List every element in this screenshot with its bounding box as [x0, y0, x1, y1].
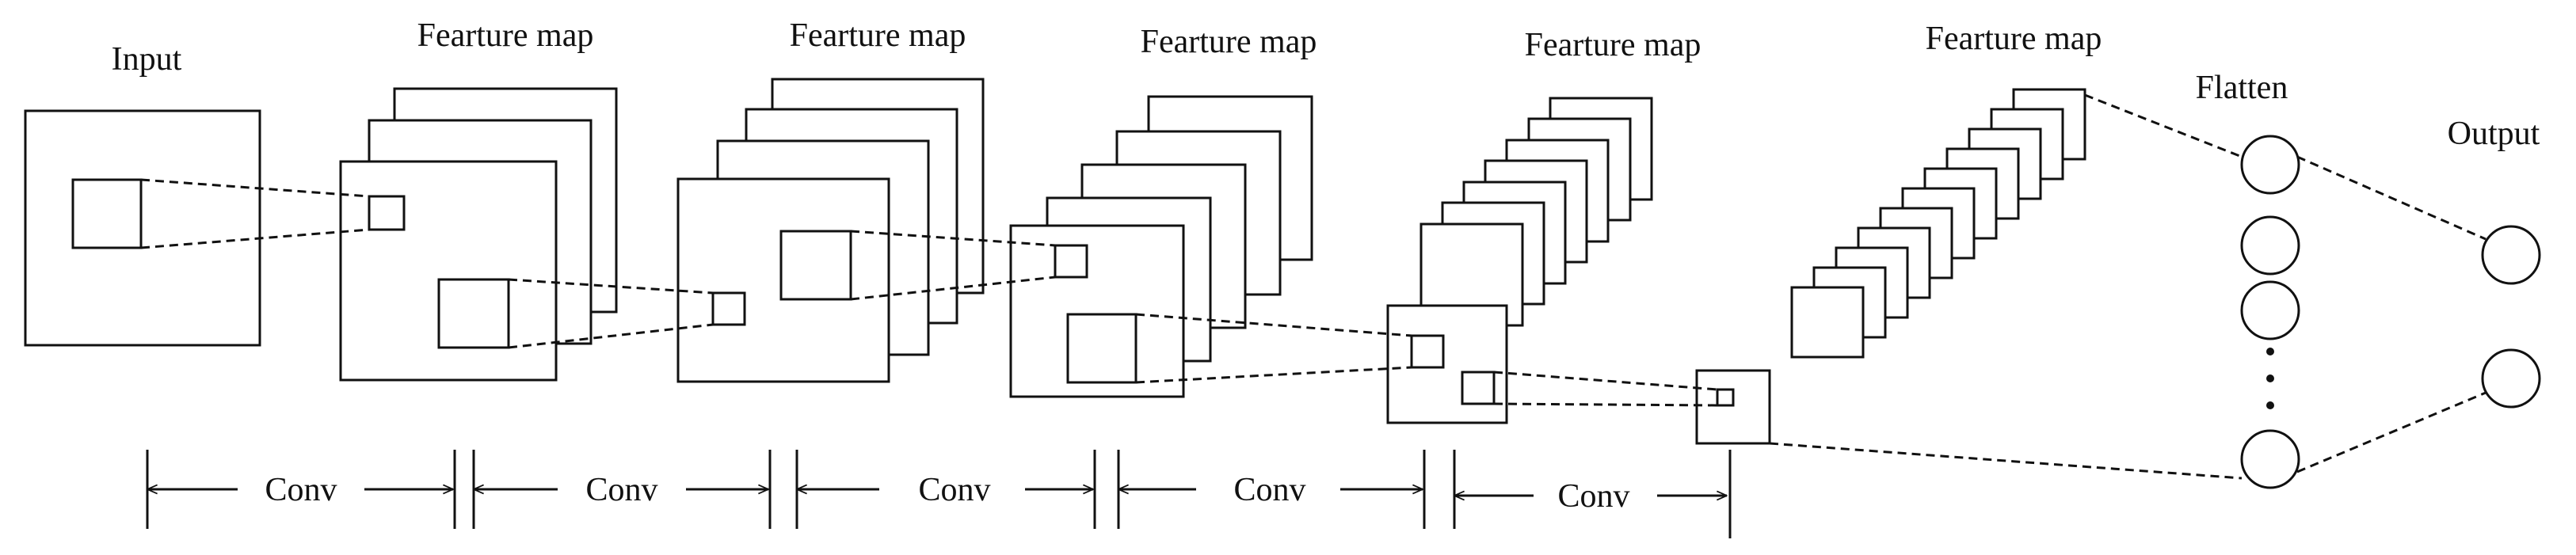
feature-map-4-front — [1386, 304, 1508, 424]
feature-map-2-front — [676, 177, 890, 383]
conv-step-2: Conv — [472, 450, 772, 529]
conv-arrows: Conv Conv Conv Conv Conv — [146, 450, 1732, 538]
feature-map-4-stack — [1386, 97, 1653, 424]
feature-map-5-title: Fearture map — [1926, 21, 2102, 57]
flatten-node — [2240, 215, 2300, 276]
conv-label: Conv — [585, 472, 657, 508]
conv-step-1: Conv — [146, 450, 456, 529]
conv-step-5: Conv — [1453, 450, 1732, 538]
ellipsis-dots — [2266, 348, 2274, 409]
feature-map-5-front — [1695, 369, 1771, 445]
feature-map-3-title: Fearture map — [1141, 24, 1317, 60]
feature-map-1-front — [339, 160, 558, 382]
conv-step-4: Conv — [1117, 450, 1426, 529]
projection-lines — [140, 93, 2243, 480]
feature-map-1-title: Fearture map — [417, 17, 594, 54]
output-layer — [2481, 225, 2541, 409]
output-connections — [2296, 155, 2486, 473]
conv-label: Conv — [1557, 478, 1629, 515]
feature-map-1-stack — [339, 87, 618, 382]
conv-label: Conv — [918, 472, 990, 508]
flatten-node — [2240, 135, 2300, 195]
feature-map-3-stack — [1009, 95, 1313, 398]
feature-map-2-title: Fearture map — [790, 17, 966, 54]
feature-map-2-stack — [676, 78, 985, 383]
input-title: Input — [112, 41, 182, 78]
conv-label: Conv — [265, 472, 337, 508]
conv-step-3: Conv — [795, 450, 1096, 529]
input-kernel-window — [71, 178, 143, 249]
feature-map-4-title: Fearture map — [1525, 27, 1701, 63]
flatten-node — [2240, 280, 2300, 340]
flatten-title: Flatten — [2196, 70, 2288, 106]
feature-map-5-stack — [1695, 88, 2086, 445]
input-image — [24, 109, 261, 347]
flatten-node — [2240, 429, 2300, 489]
feature-map-3-front — [1009, 224, 1185, 398]
output-node — [2481, 348, 2541, 409]
output-node — [2481, 225, 2541, 285]
flatten-layer — [2240, 135, 2300, 489]
conv-label: Conv — [1233, 472, 1305, 508]
output-title: Output — [2448, 116, 2540, 152]
